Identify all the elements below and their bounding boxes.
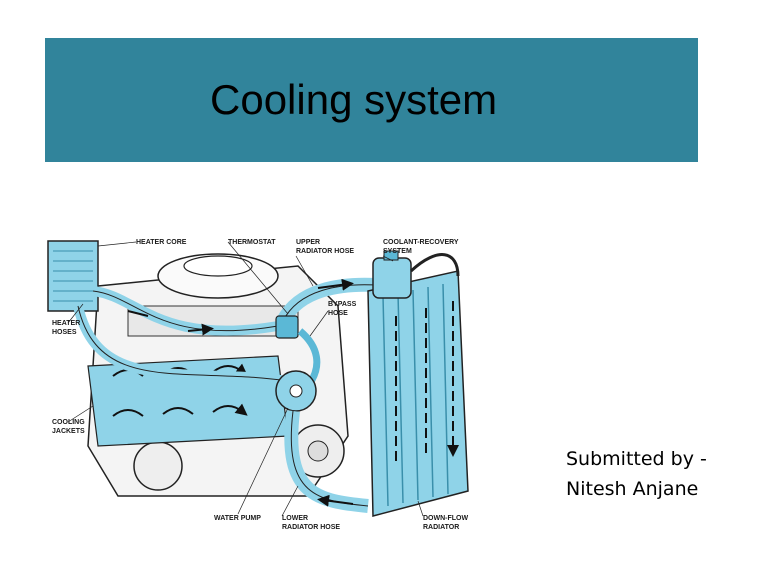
- label-upper-radiator-hose-2: RADIATOR HOSE: [296, 248, 354, 255]
- cooling-system-diagram: HEATER CORE THERMOSTAT UPPER RADIATOR HO…: [47, 239, 469, 531]
- submitted-by-line: Submitted by -: [566, 448, 707, 470]
- title-band: Cooling system: [45, 38, 698, 162]
- label-heater-core: HEATER CORE: [136, 239, 187, 246]
- label-cooling-jackets-1: COOLING: [52, 419, 85, 426]
- submitted-by-block: Submitted by - Nitesh Anjane: [566, 444, 707, 504]
- label-coolant-recovery-1: COOLANT-RECOVERY: [383, 239, 459, 246]
- heater-core: [47, 240, 99, 312]
- upper-radiator-hose: [276, 277, 389, 325]
- label-lower-radiator-hose-1: LOWER: [282, 515, 308, 522]
- heater-hoses: [73, 286, 289, 386]
- down-flow-radiator: [367, 270, 469, 517]
- label-down-flow-radiator-1: DOWN-FLOW: [423, 515, 468, 522]
- label-cooling-jackets-2: JACKETS: [52, 428, 85, 435]
- label-coolant-recovery-2: SYSTEM: [383, 248, 412, 255]
- author-name: Nitesh Anjane: [566, 478, 699, 500]
- label-down-flow-radiator-2: RADIATOR: [423, 524, 459, 531]
- label-water-pump: WATER PUMP: [214, 515, 261, 522]
- label-heater-hoses-1: HEATER: [52, 320, 80, 327]
- label-upper-radiator-hose-1: UPPER: [296, 239, 320, 246]
- lower-radiator-hose: [284, 410, 369, 513]
- label-lower-radiator-hose-2: RADIATOR HOSE: [282, 524, 340, 531]
- slide-title: Cooling system: [210, 76, 498, 123]
- coolant-recovery-system: [372, 250, 460, 299]
- label-heater-hoses-2: HOSES: [52, 329, 77, 336]
- thermostat: [275, 315, 299, 339]
- leader-lines: [67, 241, 424, 517]
- label-bypass-hose-2: HOSE: [328, 310, 348, 317]
- label-bypass-hose-1: BYPASS: [328, 301, 357, 308]
- cooling-jackets: [87, 355, 289, 447]
- water-pump: [275, 370, 317, 412]
- label-thermostat: THERMOSTAT: [228, 239, 276, 246]
